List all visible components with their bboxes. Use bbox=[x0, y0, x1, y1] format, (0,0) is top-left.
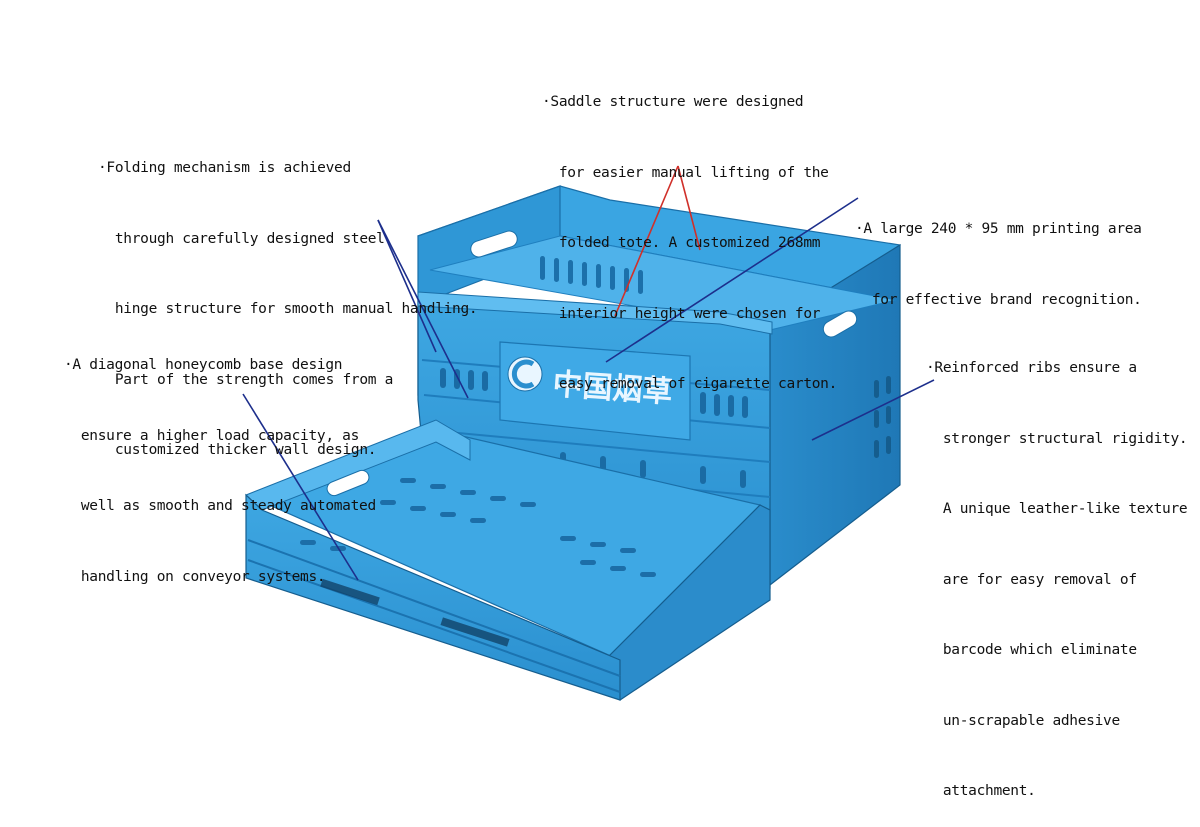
leader-ribs bbox=[811, 379, 935, 441]
leader-saddle-1 bbox=[614, 165, 679, 317]
callout-line: are for easy removal of bbox=[926, 571, 1137, 588]
callout-line: attachment. bbox=[926, 783, 1036, 799]
callout-folding-mechanism: ·Folding mechanism is achieved through c… bbox=[98, 110, 478, 486]
callout-line: ·Folding mechanism is achieved bbox=[98, 160, 351, 176]
side-handle-right bbox=[822, 310, 858, 338]
callout-line: hinge structure for smooth manual handli… bbox=[98, 301, 478, 317]
leader-saddle-2 bbox=[677, 165, 701, 251]
tote-diagram: 中国烟草 bbox=[242, 165, 935, 701]
callout-line: ·A diagonal honeycomb base design bbox=[64, 357, 343, 373]
base-honeycomb-slots bbox=[300, 478, 656, 577]
callout-line: ·Saddle structure were designed bbox=[542, 94, 804, 110]
callout-reinforced-ribs: ·Reinforced ribs ensure a stronger struc… bbox=[926, 310, 1188, 827]
back-handle-left bbox=[470, 230, 518, 258]
folded-crate bbox=[245, 419, 771, 701]
callout-line: customized thicker wall design. bbox=[98, 442, 377, 458]
callout-line: for easier manual lifting of the bbox=[542, 164, 829, 181]
callout-line: stronger structural rigidity. bbox=[926, 430, 1188, 447]
callout-line: for effective brand recognition. bbox=[855, 291, 1142, 308]
folded-ribs bbox=[247, 539, 621, 693]
callout-line: interior height were chosen for bbox=[542, 305, 821, 322]
callout-line: easy removal of cigarette carton. bbox=[542, 376, 838, 392]
callout-line: folded tote. A customized 268mm bbox=[542, 235, 821, 251]
crate-front-rim bbox=[417, 291, 773, 335]
leader-print bbox=[605, 197, 859, 363]
back-vent-slots bbox=[540, 256, 643, 294]
leader-folding-2 bbox=[377, 219, 469, 399]
hinge-shadows bbox=[320, 578, 510, 647]
callout-line: through carefully designed steel bbox=[98, 230, 385, 247]
callout-saddle-structure: ·Saddle structure were designed for easi… bbox=[542, 44, 837, 420]
side-vent-slots bbox=[874, 376, 891, 458]
callout-line: ·A large 240 * 95 mm printing area bbox=[855, 221, 1142, 237]
leader-folding-1 bbox=[377, 219, 437, 353]
callout-line: A unique leather-like texture bbox=[926, 501, 1188, 517]
leader-lines bbox=[242, 165, 935, 581]
brand-text: 中国烟草 bbox=[551, 367, 673, 410]
callout-line: ensure a higher load capacity, as bbox=[64, 427, 360, 444]
callout-line: Part of the strength comes from a bbox=[98, 371, 394, 388]
printing-area bbox=[499, 341, 691, 441]
callout-line: un-scrapable adhesive bbox=[926, 712, 1120, 729]
leader-honeycomb bbox=[242, 393, 359, 581]
callout-honeycomb-base: ·A diagonal honeycomb base design ensure… bbox=[64, 307, 376, 613]
callout-line: handling on conveyor systems. bbox=[64, 568, 326, 585]
callout-line: barcode which eliminate bbox=[926, 642, 1137, 658]
callout-line: ·Reinforced ribs ensure a bbox=[926, 360, 1137, 376]
callout-line: well as smooth and steady automated bbox=[64, 498, 376, 514]
folded-handle bbox=[326, 469, 370, 497]
callout-printing-area: ·A large 240 * 95 mm printing area for e… bbox=[855, 171, 1142, 336]
